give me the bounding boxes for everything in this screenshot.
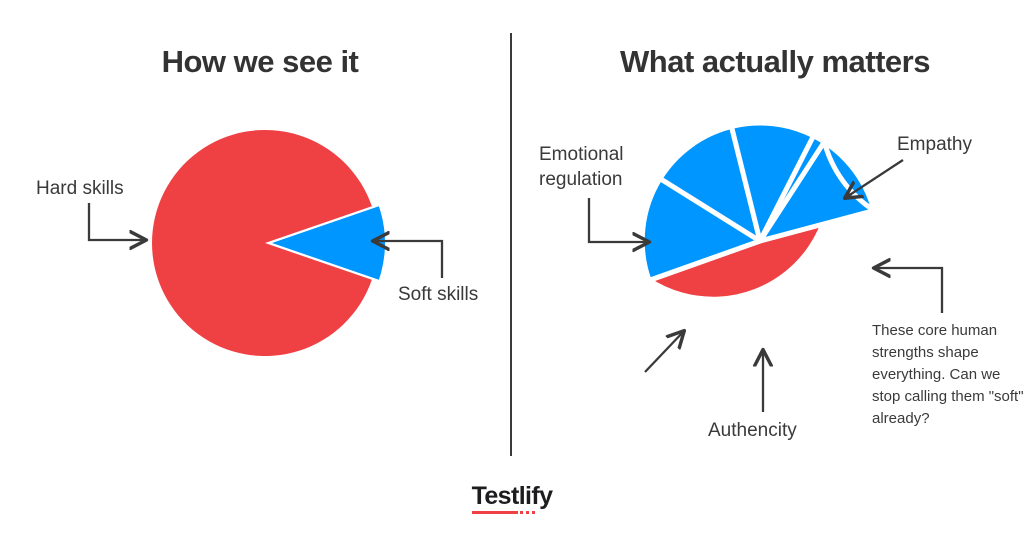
- label-emotional-regulation-line2: regulation: [539, 169, 623, 190]
- arrow-callout: [874, 268, 944, 313]
- arrow-emotional-regulation: [587, 198, 649, 242]
- label-authenticity: Authencity: [708, 420, 797, 441]
- pie-slice-authenticity: [729, 120, 817, 244]
- brand-logo-underline: [471, 511, 518, 514]
- callout-note: These core human strengths shape everyth…: [872, 322, 1024, 427]
- panel-title-left: How we see it: [161, 44, 359, 79]
- label-empathy: Empathy: [897, 134, 972, 155]
- pie-slice-unnamed-strength-a: [657, 124, 763, 244]
- arrow-hard-skills: [87, 203, 146, 240]
- pie-slice-hard-skills: [152, 129, 372, 356]
- arrow-unnamed-strength-a: [644, 331, 684, 373]
- arrow-empathy: [845, 159, 904, 198]
- arrow-soft-skills: [373, 241, 444, 278]
- pie-slice-soft-skills: [272, 206, 386, 280]
- brand-logo: Testlify: [0, 482, 1024, 514]
- panel-title-right: What actually matters: [620, 44, 930, 79]
- label-soft-skills: Soft skills: [398, 284, 479, 305]
- pie-slice-empathy: [757, 139, 877, 244]
- panel-divider: [510, 33, 512, 456]
- label-emotional-regulation-line1: Emotional: [539, 144, 624, 165]
- brand-logo-dots: [520, 511, 536, 514]
- label-hard-skills: Hard skills: [36, 178, 124, 199]
- pie-slice-emotional-regulation: [639, 176, 763, 283]
- label-emotional-regulation: Emotional regulation: [539, 142, 659, 192]
- brand-logo-text: Testlify: [471, 482, 553, 510]
